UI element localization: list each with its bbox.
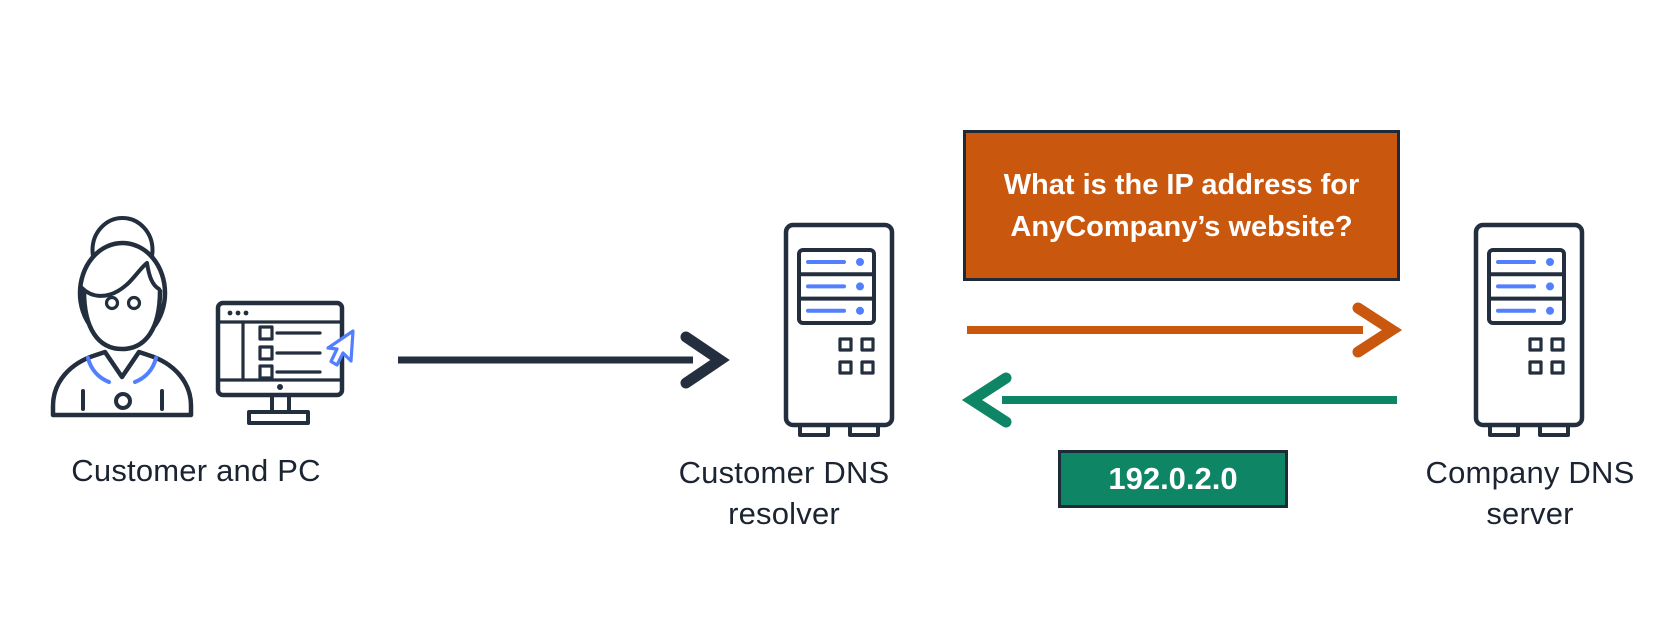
customer-pc-icon — [50, 216, 355, 425]
response-message-text: 192.0.2.0 — [1108, 461, 1238, 496]
response-message-box: 192.0.2.0 — [1058, 450, 1288, 508]
server-foot-left — [1488, 423, 1520, 437]
monitor-base — [247, 410, 310, 425]
label-customer-and-pc: Customer and PC — [71, 453, 321, 488]
list-checkbox-3 — [258, 364, 274, 380]
label-company-dns-server: Company DNS server — [1425, 455, 1635, 531]
query-message-text: What is the IP address for AnyCompany’s … — [1003, 168, 1360, 243]
monitor-bottom-dot — [277, 384, 283, 390]
query-message-box: What is the IP address for AnyCompany’s … — [963, 130, 1400, 281]
server-foot-left — [798, 423, 830, 437]
dns-resolver-server-icon — [783, 222, 895, 437]
server-ports — [838, 337, 875, 375]
list-checkbox-2 — [258, 345, 274, 361]
drive-leds — [806, 258, 864, 315]
person-eye-left — [104, 295, 120, 311]
monitor-dot-2 — [235, 310, 241, 316]
person-face — [81, 288, 163, 352]
person-fringe — [80, 261, 161, 298]
server-drive-bay — [797, 248, 876, 325]
company-dns-server-icon — [1473, 222, 1585, 437]
monitor-stand — [270, 393, 291, 414]
label-customer-dns-resolver: Customer DNS resolver — [678, 455, 890, 531]
person-eye-right — [126, 295, 142, 311]
monitor-list-rows — [258, 325, 322, 380]
monitor-dot-3 — [243, 310, 249, 316]
cursor-icon — [326, 329, 355, 367]
collar-right-accent — [133, 356, 158, 384]
arrow-company-to-resolver-icon — [961, 372, 1397, 428]
monitor-dot-1 — [227, 310, 233, 316]
chest-button — [114, 392, 132, 410]
arrow-customer-to-resolver-icon — [398, 331, 730, 389]
server-drive-bay — [1487, 248, 1566, 325]
server-foot-right — [848, 423, 880, 437]
drive-leds — [1496, 258, 1554, 315]
list-checkbox-1 — [258, 325, 274, 341]
server-foot-right — [1538, 423, 1570, 437]
person-body — [50, 349, 194, 418]
server-ports — [1528, 337, 1565, 375]
collar-left-accent — [86, 356, 111, 384]
arrow-resolver-to-company-icon — [967, 302, 1403, 358]
